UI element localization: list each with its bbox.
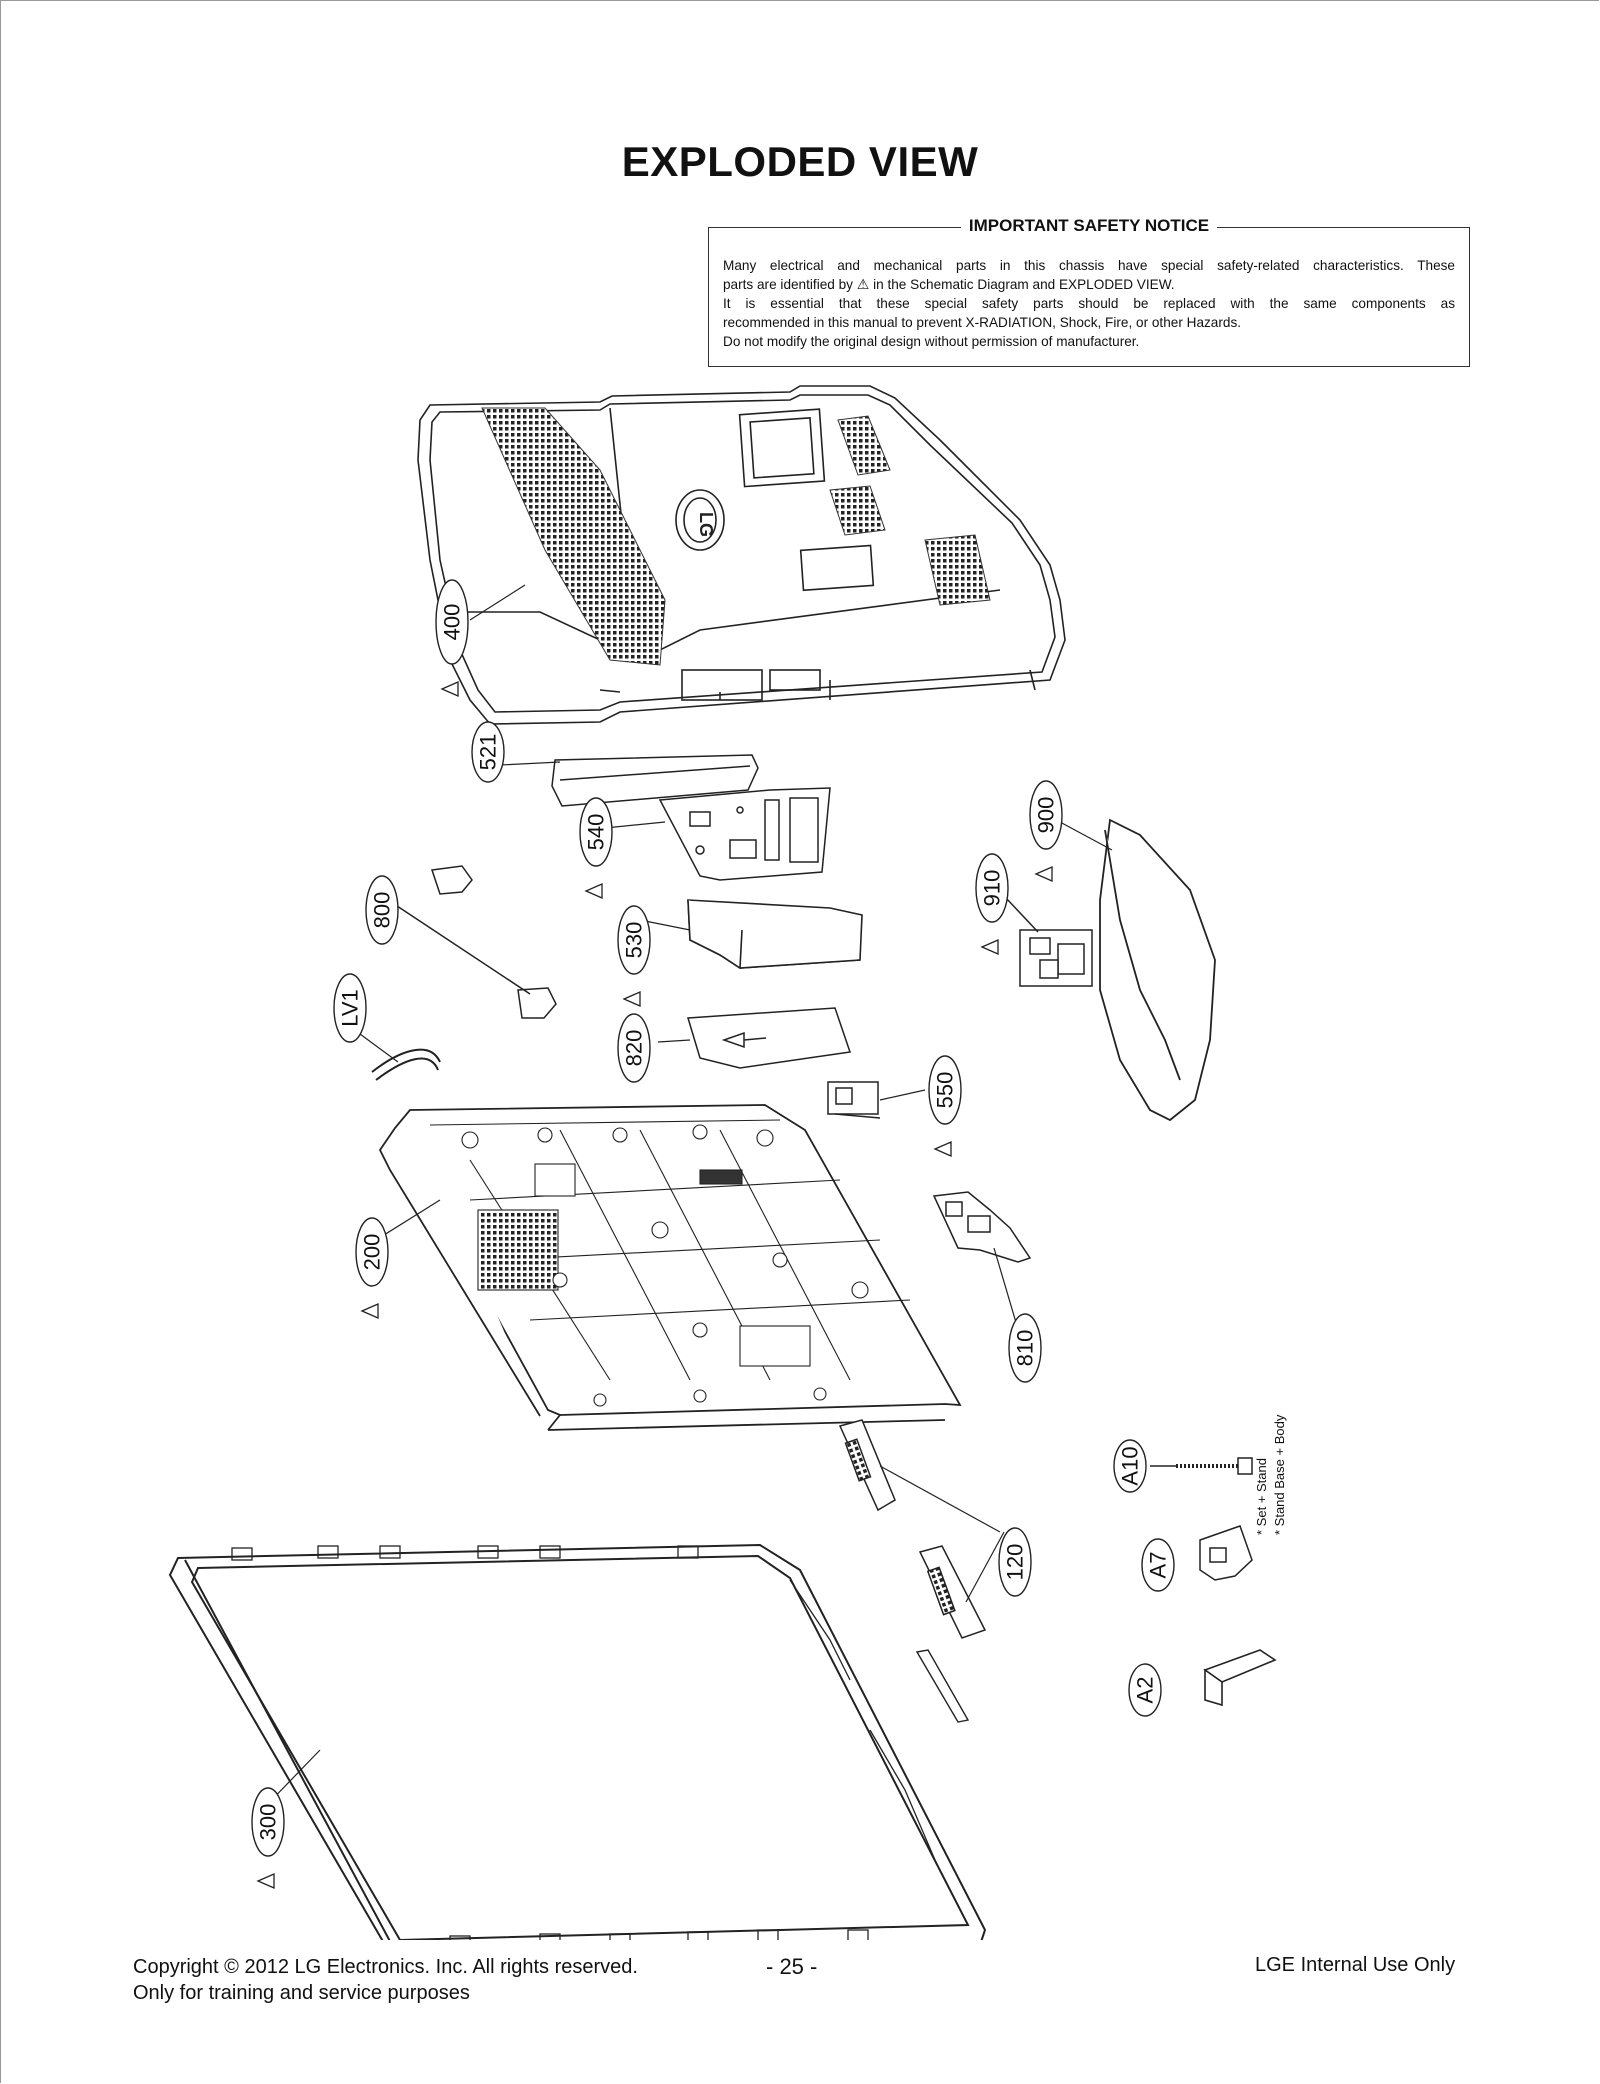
exploded-view-diagram: LG [168,385,1287,1940]
part-120-speakers [838,1419,1005,1639]
back-cover-part: LG [417,385,1066,725]
part-label-ellipse [1008,1313,1042,1383]
safety-warning-icon [933,1141,952,1157]
part-number-text: 530 [622,922,647,959]
safety-warning-icon [980,939,999,955]
part-521-strip [551,754,759,807]
part-label-400: 400 [435,579,469,697]
part-number-text: 521 [476,734,501,771]
page-number: - 25 - [766,1954,818,1979]
notice-line-4: recommended in this manual to prevent X-… [723,315,1242,330]
part-label-ellipse [1141,1538,1175,1592]
safety-warning-icon [360,1303,379,1319]
part-number-text: 120 [1003,1544,1028,1581]
part-number-text: A7 [1146,1552,1171,1579]
part-number-text: 810 [1013,1330,1038,1367]
part-label-a7: A7 [1141,1538,1175,1592]
footer-left: Copyright © 2012 LG Electronics. Inc. Al… [133,1954,638,2006]
part-number-text: 550 [933,1072,958,1109]
part-number-text: 820 [622,1030,647,1067]
part-label-ellipse [998,1527,1032,1597]
part-label-200: 200 [355,1217,389,1319]
notice-line-2: parts are identified by ⚠ in the Schemat… [723,276,1175,292]
part-label-810: 810 [1008,1313,1042,1383]
purpose-text: Only for training and service purposes [133,1982,470,2004]
part-number-text: 200 [360,1234,385,1271]
safety-warning-icon [584,883,603,899]
part-label-300: 300 [251,1787,285,1889]
part-200-chassis [359,1104,962,1431]
notice-line-5: Do not modify the original design withou… [723,334,1140,349]
part-300-front-bezel [168,1543,987,1940]
part-lv1-cable [359,1033,441,1081]
part-label-ellipse [1128,1663,1162,1717]
safety-warning-icon [440,681,459,697]
part-number-text: 800 [370,892,395,929]
safety-notice-body: Many electrical and mechanical parts in … [723,256,1455,351]
part-label-521: 521 [471,721,505,783]
part-label-ellipse [333,973,367,1043]
page-title: EXPLODED VIEW [621,138,979,185]
part-number-text: 900 [1034,797,1059,834]
notice-line-3: It is essential that these special safet… [723,296,1455,311]
part-label-ellipse [365,875,399,945]
part-label-820: 820 [617,1013,651,1083]
copyright-text: Copyright © 2012 LG Electronics. Inc. Al… [133,1956,638,1978]
part-800-clips [384,865,557,1019]
part-900-stand-base [1099,818,1216,1122]
part-label-ellipse [1029,780,1063,850]
part-label-910: 910 [975,853,1009,955]
part-number-text: 400 [440,604,465,641]
part-label-a10: A10 [1113,1439,1147,1493]
part-label-ellipse [975,853,1009,923]
safety-warning-icon [256,1873,275,1889]
part-540-main-board [658,787,831,881]
lg-logo: LG [696,512,716,537]
notice-line-1: Many electrical and mechanical parts in … [723,258,1455,273]
warning-triangle-icon: ⚠ [856,276,870,292]
part-label-ellipse [579,797,613,867]
internal-use-text: LGE Internal Use Only [1255,1954,1456,1976]
part-a7-bracket [1199,1525,1253,1581]
part-number-text: 910 [980,870,1005,907]
part-a10-screw [1150,1457,1253,1475]
part-number-text: A2 [1133,1677,1158,1704]
part-label-900: 900 [1029,780,1063,882]
part-550-module [827,1081,881,1119]
part-810-bracket [932,1191,1032,1337]
safety-warning-icon [622,991,641,1007]
safety-notice-title: IMPORTANT SAFETY NOTICE [960,216,1218,235]
stand-note-1: * Set + Stand [1254,1458,1269,1535]
part-label-ellipse [928,1055,962,1125]
stand-note-2: * Stand Base + Body [1272,1414,1287,1535]
part-label-ellipse [1113,1439,1147,1493]
part-820-shield-sheet [687,1007,852,1069]
part-label-ellipse [355,1217,389,1287]
leader-lines [469,584,1113,1101]
part-label-550: 550 [928,1055,962,1157]
part-a2-cover [1203,1649,1277,1707]
part-label-ellipse [471,721,505,783]
part-label-540: 540 [579,797,613,899]
part-number-text: 300 [256,1804,281,1841]
part-number-text: A10 [1118,1446,1143,1485]
part-label-530: 530 [617,905,651,1007]
safety-notice-box: IMPORTANT SAFETY NOTICE Many electrical … [708,216,1470,367]
part-label-a2: A2 [1128,1663,1162,1717]
part-label-ellipse [435,579,469,665]
part-number-text: 540 [584,814,609,851]
part-label-ellipse [251,1787,285,1857]
part-label-120: 120 [998,1527,1032,1597]
part-label-lv1: LV1 [333,973,367,1043]
part-910-stand-neck [1005,897,1093,987]
part-530-power-unit [687,899,863,969]
part-label-800: 800 [365,875,399,945]
small-strip-part [915,1649,970,1723]
part-label-ellipse [617,905,651,975]
part-number-text: LV1 [338,989,363,1027]
part-label-ellipse [617,1013,651,1083]
safety-warning-icon [1034,866,1053,882]
